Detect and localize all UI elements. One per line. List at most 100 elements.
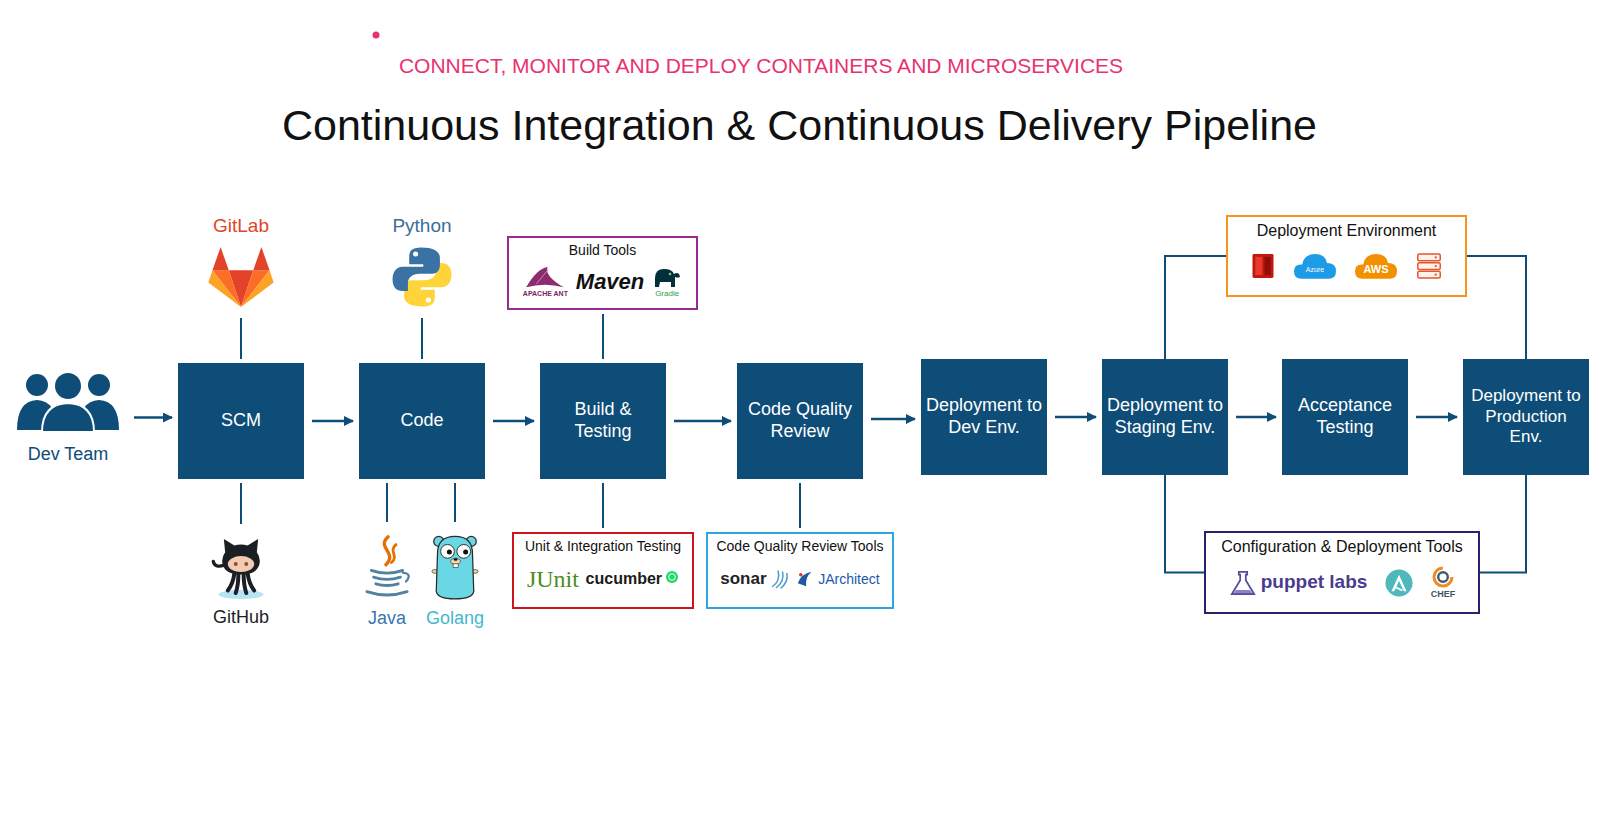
logo-text: cucumber xyxy=(586,570,662,588)
icon-shape xyxy=(371,570,402,573)
logo-slot: CHEF xyxy=(1431,565,1456,600)
box-label: Deployment to Dev Env. xyxy=(925,395,1043,438)
logo-text: Azure xyxy=(1306,259,1324,274)
logo-slot: Azure xyxy=(1292,251,1338,281)
icon-shape xyxy=(1255,257,1262,275)
ansible-icon xyxy=(1384,568,1414,598)
icon-shape xyxy=(1294,254,1336,279)
box-label: Code xyxy=(363,410,481,432)
flow-arrow xyxy=(1055,416,1096,419)
logo-text: JArchitect xyxy=(818,572,879,587)
connector-line xyxy=(240,318,242,359)
logo-slot: JArchitect xyxy=(796,570,879,588)
logo-text: APACHE ANT xyxy=(523,290,568,298)
connector-line xyxy=(421,318,423,359)
icon-shape xyxy=(1386,569,1413,596)
connector-line xyxy=(1165,475,1204,573)
logo-caption: Python xyxy=(392,215,451,237)
gradle-icon xyxy=(652,265,682,289)
gopher-icon xyxy=(430,530,480,604)
tool-group-box: Unit & Integration TestingJUnit cucumber xyxy=(512,532,693,609)
people-icon xyxy=(13,370,123,432)
icon-shape xyxy=(376,583,398,585)
tool-logo: GitHub xyxy=(188,528,294,632)
connector-line xyxy=(454,483,456,522)
logo-caption: GitHub xyxy=(213,607,269,628)
logo-slot: cucumber xyxy=(586,570,679,588)
tool-heading: Unit & Integration Testing xyxy=(525,538,681,556)
team-node: Dev Team xyxy=(10,362,126,472)
logo-slot: Gradle xyxy=(652,265,682,299)
logo-slot: sonar xyxy=(720,568,789,590)
icon-shape xyxy=(213,561,224,566)
logo-text: puppet labs xyxy=(1261,572,1368,593)
flow-arrow xyxy=(493,420,534,423)
connector-line xyxy=(1165,256,1226,359)
connector-line xyxy=(1480,475,1526,573)
icon-shape xyxy=(1435,274,1437,276)
jarch-icon xyxy=(796,570,814,588)
process-box: SCM xyxy=(178,363,304,479)
logo-caption: Golang xyxy=(426,608,484,629)
tool-heading: Code Quality Review Tools xyxy=(716,538,883,556)
logo-row: Azure AWS xyxy=(1234,241,1459,291)
tool-heading: Configuration & Deployment Tools xyxy=(1221,537,1463,557)
flow-arrow xyxy=(1236,416,1276,419)
logo-text: AWS xyxy=(1363,256,1388,275)
logo-text: JUnit xyxy=(527,566,579,592)
tool-logo: Java xyxy=(355,526,419,632)
icon-shape xyxy=(228,573,254,593)
box-label: Deployment to Staging Env. xyxy=(1106,395,1224,438)
icon-shape xyxy=(1418,254,1441,261)
icon-shape xyxy=(457,544,471,558)
logo-text: Gradle xyxy=(655,290,679,299)
logo-row: APACHE ANTMavenGradle xyxy=(515,260,690,305)
icon-shape xyxy=(798,572,812,586)
icon-shape xyxy=(666,571,678,583)
tool-logo: Golang xyxy=(420,526,490,632)
subtitle: CONNECT, MONITOR AND DEPLOY CONTAINERS A… xyxy=(399,54,1123,77)
process-box: Deployment to Staging Env. xyxy=(1102,359,1228,475)
icon-shape xyxy=(374,577,401,579)
logo-slot xyxy=(1384,568,1414,598)
flow-arrow xyxy=(871,418,915,421)
accent-dot xyxy=(373,32,380,39)
icon-shape xyxy=(1434,568,1452,586)
connector-line xyxy=(1467,256,1526,359)
icon-shape xyxy=(537,270,549,285)
icon-shape xyxy=(454,558,458,561)
logo-row: puppet labs CHEF xyxy=(1212,557,1472,608)
icon-shape xyxy=(413,251,418,256)
icon-shape xyxy=(54,372,82,400)
icon-shape xyxy=(441,544,455,558)
icon-shape xyxy=(426,297,431,302)
label-holder: CONNECT, MONITOR AND DEPLOY CONTAINERS A… xyxy=(161,54,1361,78)
process-box: Code xyxy=(359,363,485,479)
icon-shape xyxy=(393,247,440,291)
icon-shape xyxy=(234,562,238,566)
icon-shape xyxy=(241,270,274,307)
tool-group-box: Code Quality Review Tools sonar JArchitect xyxy=(706,532,895,609)
box-label: SCM xyxy=(182,410,300,432)
icon-shape xyxy=(367,591,407,594)
process-box: Deployment to Dev Env. xyxy=(921,359,1047,475)
icon-shape xyxy=(1355,254,1397,279)
tool-group-box: Build ToolsAPACHE ANTMavenGradle xyxy=(507,236,698,310)
tool-group-box: Deployment EnvironmentAzureAWS xyxy=(1226,215,1467,297)
icon-shape xyxy=(1418,271,1441,278)
ant-icon xyxy=(523,265,567,289)
logo-slot: puppet labs xyxy=(1229,569,1368,597)
icon-shape xyxy=(222,539,260,575)
connector-line xyxy=(602,314,604,359)
icon-shape xyxy=(212,247,228,270)
logo-slot xyxy=(1414,250,1444,282)
github-icon xyxy=(208,533,274,603)
icon-shape xyxy=(780,573,787,589)
logo-caption: Dev Team xyxy=(28,444,109,465)
logo-row: sonar JArchitect xyxy=(714,556,887,604)
connector-line xyxy=(386,483,388,522)
icon-shape xyxy=(453,564,458,568)
icon-shape xyxy=(228,556,254,572)
